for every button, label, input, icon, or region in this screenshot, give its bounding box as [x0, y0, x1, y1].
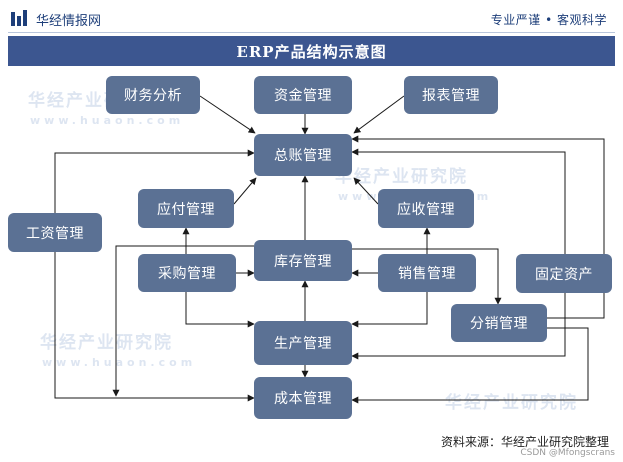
arrow-payroll-to-ledger: [54, 149, 255, 213]
diagram-area: 华经产业研究院 www.huaon.com 华经产业研究院 www.huaon.…: [0, 66, 623, 428]
node-finance-analysis: 财务分析: [106, 76, 200, 114]
top-divider: [8, 32, 615, 33]
arrow-inventory-to-cost: [112, 245, 254, 397]
node-inventory: 库存管理: [254, 240, 352, 281]
credit-watermark: CSDN @Mfongscrans: [520, 448, 615, 458]
arrow-receivables-to-ledger: [353, 177, 379, 205]
top-bar: 华经情报网 专业严谨 • 客观科学: [0, 0, 623, 36]
connector-lines: [54, 95, 605, 404]
footer: 资料来源：华经产业研究院整理 CSDN @Mfongscrans: [0, 428, 623, 462]
brand-name: 华经情报网: [36, 13, 102, 29]
node-cost-management: 成本管理: [254, 377, 352, 419]
node-distribution: 分销管理: [451, 304, 547, 342]
node-production: 生产管理: [254, 321, 352, 365]
arrow-finance-to-ledger: [199, 95, 256, 134]
node-report-management: 报表管理: [404, 76, 498, 114]
arrow-sales-to-production: [351, 292, 428, 328]
source-note: 资料来源：华经产业研究院整理: [440, 435, 609, 449]
node-payables: 应付管理: [138, 189, 234, 228]
arrow-fixedassets-to-ledger: [351, 148, 566, 254]
diagram-title: ERP产品结构示意图: [236, 42, 387, 61]
brand-logo-icon: [11, 10, 27, 26]
slogan: 专业严谨 • 客观科学: [490, 13, 607, 27]
arrow-distribution-to-ledger: [351, 135, 605, 319]
node-fixed-assets: 固定资产: [516, 254, 612, 293]
arrow-purchasing-to-production: [185, 292, 255, 328]
arrow-inventory-to-distribution: [352, 248, 502, 305]
arrow-payables-to-ledger: [233, 177, 257, 205]
arrow-payroll-to-cost: [54, 252, 255, 402]
node-purchasing: 采购管理: [138, 254, 236, 292]
node-general-ledger: 总账管理: [254, 134, 352, 176]
node-fund-management: 资金管理: [254, 76, 352, 114]
brand: 华经情报网: [10, 9, 101, 29]
node-payroll: 工资管理: [8, 213, 102, 252]
node-sales: 销售管理: [378, 254, 476, 292]
node-receivables: 应收管理: [378, 189, 474, 228]
title-band: ERP产品结构示意图: [8, 36, 615, 66]
arrow-distribution-to-cost: [351, 327, 589, 404]
arrow-report-to-ledger: [353, 95, 405, 134]
arrow-fixedassets-to-production: [351, 291, 566, 360]
